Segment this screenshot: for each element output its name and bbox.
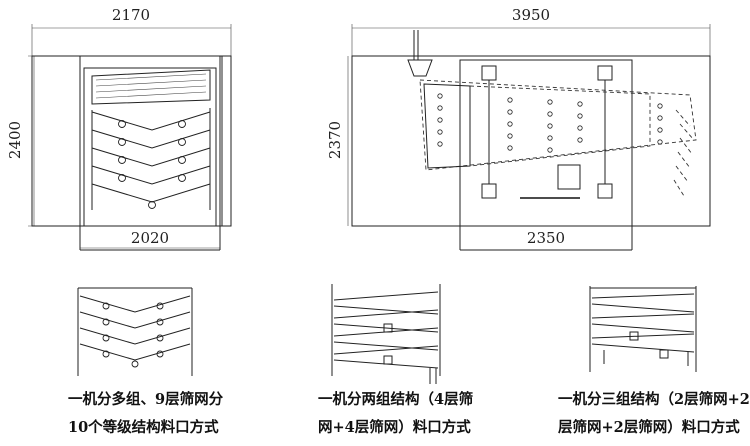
side-view-machine <box>347 24 711 251</box>
dim-right-width-top: 3950 <box>512 6 550 24</box>
caption-3-line-1: 一机分三组结构（2层筛网+2 <box>558 391 750 408</box>
caption-1-line-2: 10个等级结构料口方式 <box>68 419 219 436</box>
detail-nine-layer-structure <box>77 287 193 376</box>
dim-right-height: 2370 <box>326 121 344 159</box>
dim-left-height: 2400 <box>6 121 24 159</box>
caption-3-line-2: 层筛网+2层筛网）料口方式 <box>558 419 740 436</box>
front-view-machine <box>28 24 232 251</box>
detail-two-group-structure <box>331 284 441 384</box>
caption-2-line-2: 网+4层筛网）料口方式 <box>318 419 471 436</box>
caption-2-line-1: 一机分两组结构（4层筛 <box>318 391 474 408</box>
dim-right-width-bottom: 2350 <box>527 229 565 247</box>
dim-left-width-bottom: 2020 <box>131 229 169 247</box>
dim-left-width-top: 2170 <box>112 6 150 24</box>
detail-three-group-structure <box>589 286 697 372</box>
caption-1-line-1: 一机分多组、9层筛网分 <box>68 391 224 408</box>
